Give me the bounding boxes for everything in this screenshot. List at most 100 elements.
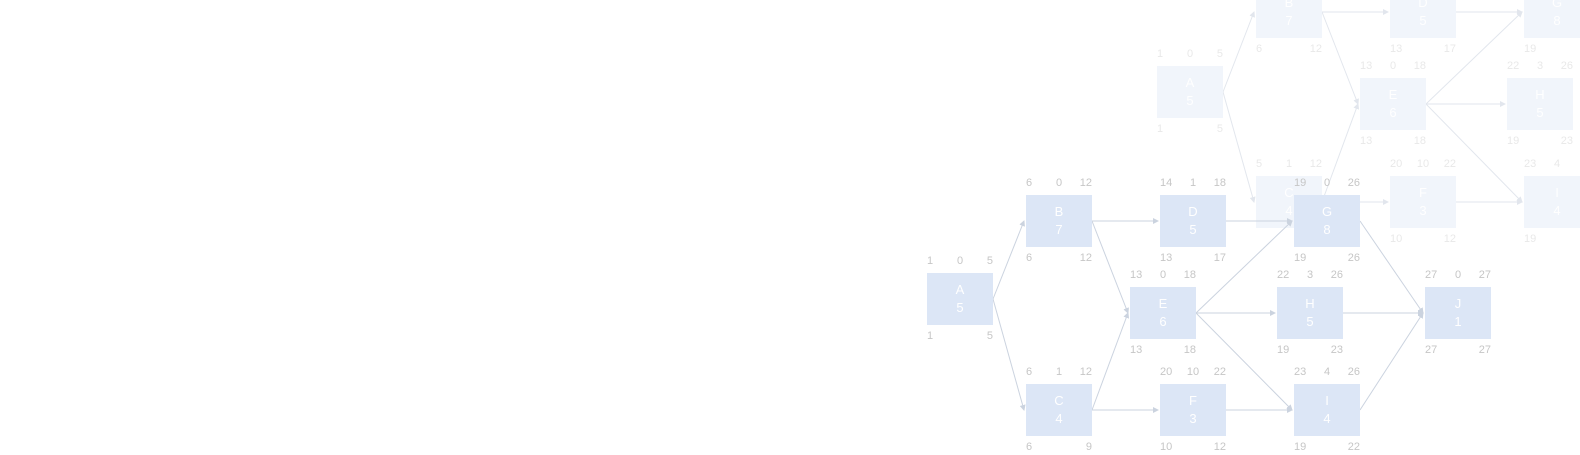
activity-duration: 4: [1553, 203, 1561, 218]
latest-finish-label: 12: [1309, 43, 1322, 55]
float-label: 10: [1186, 366, 1200, 378]
node-top-labels-A: 1 0 5: [927, 255, 993, 269]
float-label: 3: [1306, 269, 1314, 281]
edge-A-C: [992, 298, 1026, 411]
activity-duration: 7: [1285, 13, 1293, 28]
latest-finish-label: 26: [1347, 252, 1360, 264]
float-label: 1: [1055, 366, 1063, 378]
earliest-start-label: 23: [1524, 158, 1537, 170]
node-top-labels-F: 20 10 22: [1160, 366, 1226, 380]
float-label: 4: [1553, 158, 1561, 170]
float-label: 0: [956, 255, 964, 267]
activity-id: B: [1284, 0, 1294, 10]
earliest-finish-label: 12: [1079, 366, 1092, 378]
activity-duration: 1: [1454, 314, 1462, 329]
activity-id: E: [1158, 296, 1168, 311]
activity-id: H: [1305, 296, 1315, 311]
earliest-finish-label: 12: [1079, 177, 1092, 189]
latest-start-label: 19: [1507, 135, 1520, 147]
activity-id: G: [1321, 204, 1333, 219]
edge-A-B: [1222, 11, 1255, 93]
activity-id: A: [955, 282, 965, 297]
earliest-start-label: 22: [1507, 60, 1520, 72]
latest-finish-label: 12: [1213, 441, 1226, 453]
earliest-finish-label: 26: [1347, 177, 1360, 189]
float-label: 1: [1189, 177, 1197, 189]
edge-E-G: [1195, 220, 1293, 314]
earliest-start-label: 13: [1130, 269, 1143, 281]
latest-finish-label: 22: [1347, 441, 1360, 453]
earliest-start-label: 19: [1294, 177, 1307, 189]
activity-duration: 5: [1419, 13, 1427, 28]
activity-id: F: [1419, 185, 1427, 200]
float-label: 10: [1416, 158, 1430, 170]
activity-duration: 4: [1055, 411, 1063, 426]
edge-B-E: [1321, 11, 1359, 105]
earliest-start-label: 5: [1256, 158, 1263, 170]
latest-finish-label: 23: [1560, 135, 1573, 147]
edge-B-E: [1091, 220, 1129, 314]
activity-duration: 3: [1419, 203, 1427, 218]
float-label: 0: [1186, 48, 1194, 60]
latest-finish-label: 23: [1330, 344, 1343, 356]
earliest-start-label: 20: [1390, 158, 1403, 170]
latest-finish-label: 27: [1478, 344, 1491, 356]
float-label: 0: [1159, 269, 1167, 281]
earliest-finish-label: 18: [1413, 60, 1426, 72]
earliest-start-label: 1: [1157, 48, 1164, 60]
edge-E-I: [1425, 103, 1523, 203]
earliest-start-label: 13: [1360, 60, 1373, 72]
earliest-start-label: 1: [927, 255, 934, 267]
latest-finish-label: 5: [1216, 123, 1223, 135]
latest-finish-label: 17: [1443, 43, 1456, 55]
activity-duration: 8: [1323, 222, 1331, 237]
earliest-finish-label: 26: [1347, 366, 1360, 378]
latest-start-label: 1: [927, 330, 934, 342]
activity-duration: 7: [1055, 222, 1063, 237]
activity-duration: 5: [1189, 222, 1197, 237]
earliest-start-label: 23: [1294, 366, 1307, 378]
activity-duration: 5: [1536, 105, 1544, 120]
latest-finish-label: 17: [1213, 252, 1226, 264]
activity-duration: 3: [1189, 411, 1197, 426]
earliest-start-label: 27: [1425, 269, 1438, 281]
node-bottom-labels-G: 192: [1524, 43, 1580, 57]
latest-finish-label: 12: [1443, 233, 1456, 245]
latest-start-label: 10: [1390, 233, 1403, 245]
earliest-start-label: 6: [1026, 177, 1033, 189]
earliest-finish-label: 26: [1560, 60, 1573, 72]
earliest-finish-label: 5: [986, 255, 993, 267]
latest-start-label: 19: [1277, 344, 1290, 356]
activity-duration: 5: [1186, 93, 1194, 108]
earliest-finish-label: 22: [1213, 366, 1226, 378]
edge-I-J: [1359, 312, 1424, 411]
latest-start-label: 27: [1425, 344, 1438, 356]
activity-id: A: [1185, 75, 1195, 90]
activity-duration: 4: [1323, 411, 1331, 426]
earliest-start-label: 20: [1160, 366, 1173, 378]
